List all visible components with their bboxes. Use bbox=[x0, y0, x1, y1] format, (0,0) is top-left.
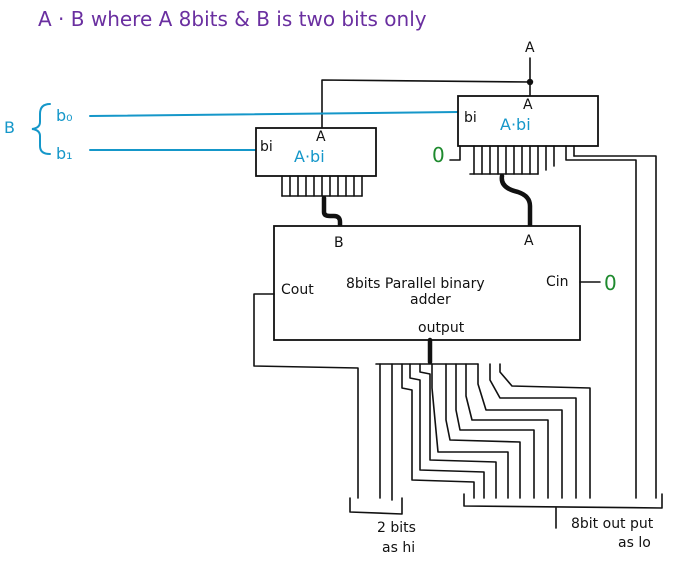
mult-left-op: A·bi bbox=[294, 147, 325, 166]
mult-top-op: A·bi bbox=[500, 115, 531, 134]
mult-top-bi: bi bbox=[464, 110, 477, 126]
mult-top-outputs bbox=[449, 145, 657, 499]
hi-bracket bbox=[349, 497, 403, 515]
input-b-label: B bbox=[4, 118, 15, 137]
cout-wire bbox=[253, 293, 359, 499]
mult-left-outputs bbox=[281, 175, 363, 197]
input-a-label: A bbox=[525, 40, 535, 56]
adder-output-label: output bbox=[418, 320, 465, 336]
mult-top-a: A bbox=[523, 97, 533, 113]
lo-bracket bbox=[463, 493, 663, 509]
mult-left-to-adder-bus bbox=[321, 195, 343, 231]
mult-top-block: bi A A·bi bbox=[457, 95, 599, 147]
adder-port-b: B bbox=[334, 235, 344, 251]
mult-top-to-adder-bus bbox=[499, 173, 533, 229]
note-lo-line2: as lo bbox=[618, 535, 651, 551]
adder-cin: Cin bbox=[546, 274, 569, 290]
mult-left-block: bi A A·bi bbox=[255, 127, 377, 177]
b0-label: b₀ bbox=[56, 106, 73, 125]
adder-title-line1: 8bits Parallel binary bbox=[346, 276, 485, 292]
mult-left-a: A bbox=[316, 129, 326, 145]
b1-label: b₁ bbox=[56, 144, 73, 163]
adder-block: B A 8bits Parallel binary adder Cout Cin… bbox=[273, 225, 581, 341]
adder-cout: Cout bbox=[281, 282, 314, 298]
note-hi-line2: as hi bbox=[382, 540, 415, 556]
note-lo-line1: 8bit out put bbox=[571, 516, 654, 532]
adder-title-line2: adder bbox=[410, 292, 451, 308]
input-a-wires bbox=[321, 57, 534, 129]
title-text: A · B where A 8bits & B is two bits only bbox=[38, 7, 427, 31]
mult-left-bi: bi bbox=[260, 139, 273, 155]
zero-cin: 0 bbox=[604, 271, 617, 295]
output-fanout-wires bbox=[379, 363, 591, 501]
zero-mult: 0 bbox=[432, 143, 445, 167]
adder-port-a: A bbox=[524, 233, 534, 249]
b-brace bbox=[31, 103, 51, 155]
b0-wire bbox=[89, 111, 459, 117]
note-hi-line1: 2 bits bbox=[377, 520, 416, 536]
